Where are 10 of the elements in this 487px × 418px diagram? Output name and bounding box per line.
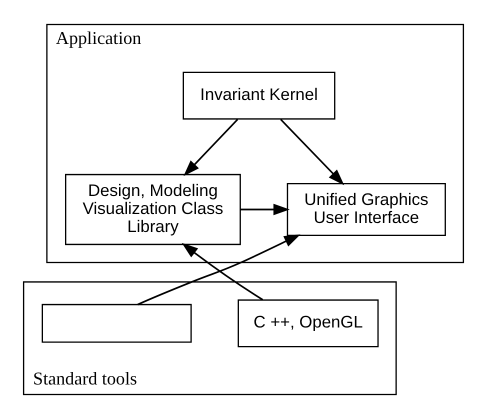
arrow xyxy=(280,118,344,185)
arrow xyxy=(184,118,238,176)
node-box: Invariant Kernel xyxy=(182,71,336,120)
arrow xyxy=(240,203,290,215)
node-box: Design, Modeling Visualization Class Library xyxy=(64,173,241,245)
node-box: Unified Graphics User Interface xyxy=(286,182,446,236)
node-box: C ++, OpenGL xyxy=(238,298,379,347)
arrow xyxy=(182,242,264,300)
node-box xyxy=(42,303,192,342)
arrow xyxy=(137,234,300,305)
